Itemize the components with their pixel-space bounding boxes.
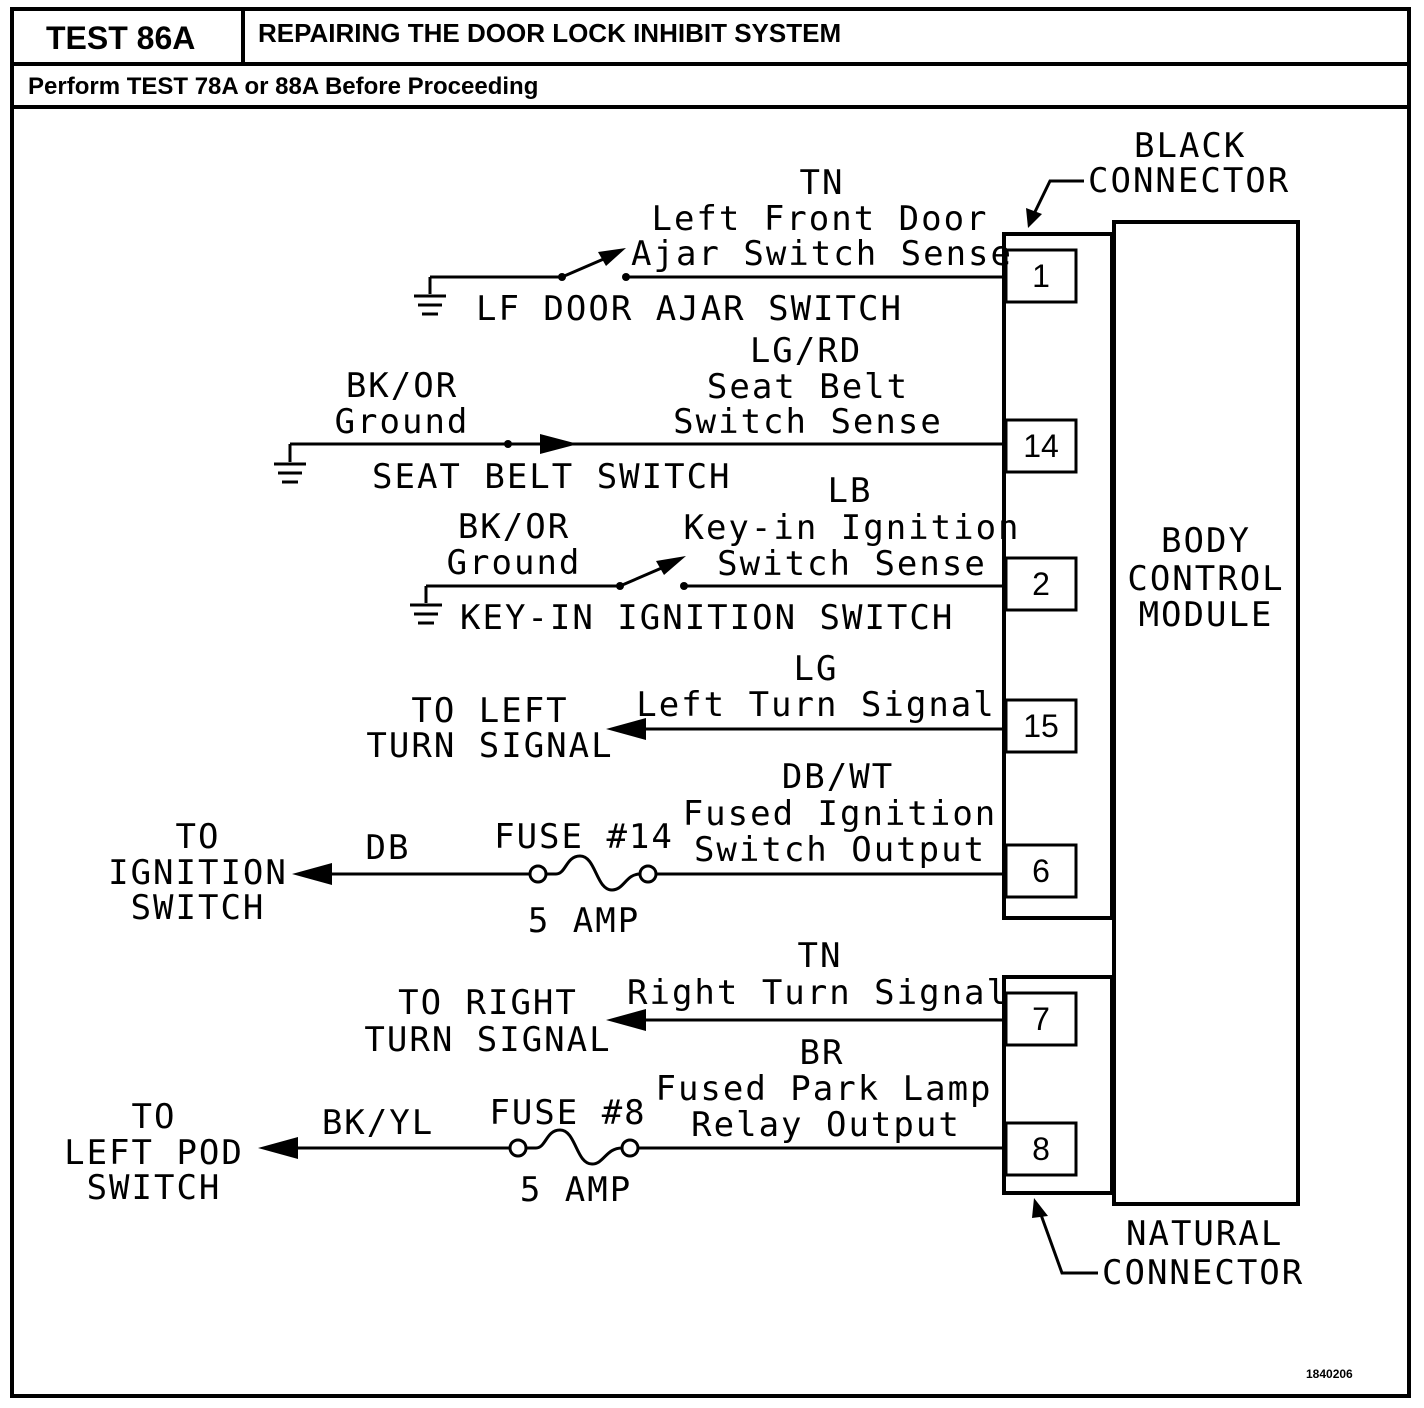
destination-label-3: SWITCH	[131, 888, 266, 928]
pin-2: 2	[1004, 556, 1078, 612]
black-connector-arrowhead	[1026, 208, 1042, 228]
signal-label-2: Switch Output	[694, 830, 986, 870]
signal-label-1: Fused Park Lamp	[655, 1069, 992, 1109]
header-subtitle: Perform TEST 78A or 88A Before Proceedin…	[28, 73, 538, 100]
signal-label-2: Ajar Switch Sense	[631, 234, 1013, 274]
ground-icon	[414, 294, 446, 316]
module-label-1: BODY	[1161, 521, 1251, 561]
ground-wire-color: BK/OR	[346, 366, 458, 406]
figure-number: 1840206	[1306, 1367, 1353, 1381]
destination-label-2: LEFT POD	[64, 1133, 244, 1173]
black-connector-body	[1002, 232, 1114, 920]
destination-label-1: TO	[176, 817, 221, 857]
arrow-left-icon	[606, 1009, 646, 1031]
fuse-icon	[546, 854, 641, 892]
fuse-rating: 5 AMP	[528, 901, 640, 941]
wire-color-br: BR	[800, 1033, 845, 1073]
pin-8-label: 8	[1032, 1131, 1050, 1167]
ground-wire-color: BK/OR	[458, 507, 570, 547]
black-connector-label-2: CONNECTOR	[1088, 161, 1290, 201]
arrow-left-icon	[292, 863, 332, 885]
destination-label-2: TURN SIGNAL	[364, 1020, 611, 1060]
header-title: REPAIRING THE DOOR LOCK INHIBIT SYSTEM	[258, 18, 841, 48]
signal-label-1: Seat Belt	[707, 367, 909, 407]
ground-icon	[274, 462, 306, 484]
circuit-right-turn-signal: TN Right Turn Signal TO RIGHT TURN SIGNA…	[364, 936, 1009, 1060]
ground-label: Ground	[447, 543, 582, 583]
circuit-fused-park-lamp: BR Fused Park Lamp Relay Output FUSE #8 …	[64, 1033, 1004, 1210]
circuit-seat-belt: LG/RD Seat Belt Switch Sense BK/OR Groun…	[274, 331, 1004, 497]
natural-connector-label-1: NATURAL	[1126, 1214, 1283, 1254]
test-id: TEST 86A	[46, 20, 195, 56]
black-connector-leader	[1030, 179, 1084, 219]
pin-1: 1	[1004, 248, 1078, 304]
circuit-lf-door-ajar: TN Left Front Door Ajar Switch Sense LF …	[414, 163, 1013, 329]
pin-6: 6	[1004, 843, 1078, 899]
destination-label-1: TO LEFT	[411, 691, 568, 731]
natural-connector-leader	[1038, 1211, 1098, 1275]
pin-14-label: 14	[1023, 428, 1059, 464]
pin-15-label: 15	[1023, 708, 1059, 744]
device-label: SEAT BELT SWITCH	[372, 457, 732, 497]
pin-2-label: 2	[1032, 566, 1050, 602]
out-wire-color: BK/YL	[322, 1103, 434, 1143]
page-border	[10, 7, 1411, 1398]
destination-label-1: TO	[132, 1097, 177, 1137]
fuse-rating: 5 AMP	[520, 1170, 632, 1210]
signal-label-1: Fused Ignition	[683, 794, 998, 834]
circuit-fused-ignition: DB/WT Fused Ignition Switch Output FUSE …	[108, 757, 1004, 941]
signal-label-1: Key-in Ignition	[683, 508, 1020, 548]
switch-arrow-icon	[598, 248, 626, 266]
fuse-label: FUSE #8	[489, 1093, 646, 1133]
device-label: LF DOOR AJAR SWITCH	[476, 289, 903, 329]
wire-color-lg-rd: LG/RD	[750, 331, 862, 371]
arrow-left-icon	[258, 1137, 298, 1159]
pin-14: 14	[1004, 418, 1078, 474]
signal-label-1: Left Front Door	[651, 199, 988, 239]
wire-color-tn: TN	[800, 163, 845, 203]
arrow-left-icon	[606, 718, 646, 740]
module-label-2: CONTROL	[1127, 559, 1284, 599]
pin-1-label: 1	[1032, 258, 1050, 294]
signal-label-1: Left Turn Signal	[636, 685, 996, 725]
switch-arrow-icon	[540, 434, 578, 454]
pin-8: 8	[1004, 1121, 1078, 1177]
out-wire-color: DB	[366, 828, 411, 868]
fuse-icon	[526, 1128, 623, 1166]
signal-label-1: Right Turn Signal	[627, 973, 1009, 1013]
ground-label: Ground	[335, 402, 470, 442]
fuse-label: FUSE #14	[494, 817, 674, 857]
wire-color-lb: LB	[828, 471, 873, 511]
black-connector-label-1: BLACK	[1134, 126, 1246, 166]
pin-7-label: 7	[1032, 1001, 1050, 1037]
wire-color-tn: TN	[798, 936, 843, 976]
destination-label-3: SWITCH	[87, 1168, 222, 1208]
body-control-module-box	[1112, 220, 1300, 1206]
destination-label-1: TO RIGHT	[398, 983, 578, 1023]
pin-6-label: 6	[1032, 853, 1050, 889]
destination-label-2: IGNITION	[108, 853, 288, 893]
wire-color-lg: LG	[794, 649, 839, 689]
device-label: KEY-IN IGNITION SWITCH	[460, 598, 954, 638]
natural-connector-arrowhead	[1032, 1198, 1048, 1218]
natural-connector-body	[1002, 975, 1114, 1195]
pin-7: 7	[1004, 991, 1078, 1047]
signal-label-2: Switch Sense	[717, 544, 987, 584]
pin-15: 15	[1004, 698, 1078, 754]
signal-label-2: Switch Sense	[673, 402, 943, 442]
module-label-3: MODULE	[1139, 595, 1274, 635]
circuit-left-turn-signal: LG Left Turn Signal TO LEFT TURN SIGNAL	[366, 649, 1004, 766]
signal-label-2: Relay Output	[691, 1105, 961, 1145]
ground-icon	[410, 603, 442, 625]
destination-label-2: TURN SIGNAL	[366, 726, 613, 766]
wire-color-db-wt: DB/WT	[782, 757, 894, 797]
switch-arrow-icon	[656, 556, 686, 575]
natural-connector-label-2: CONNECTOR	[1102, 1253, 1304, 1293]
circuit-key-in-ignition: LB Key-in Ignition Switch Sense BK/OR Gr…	[410, 471, 1020, 638]
